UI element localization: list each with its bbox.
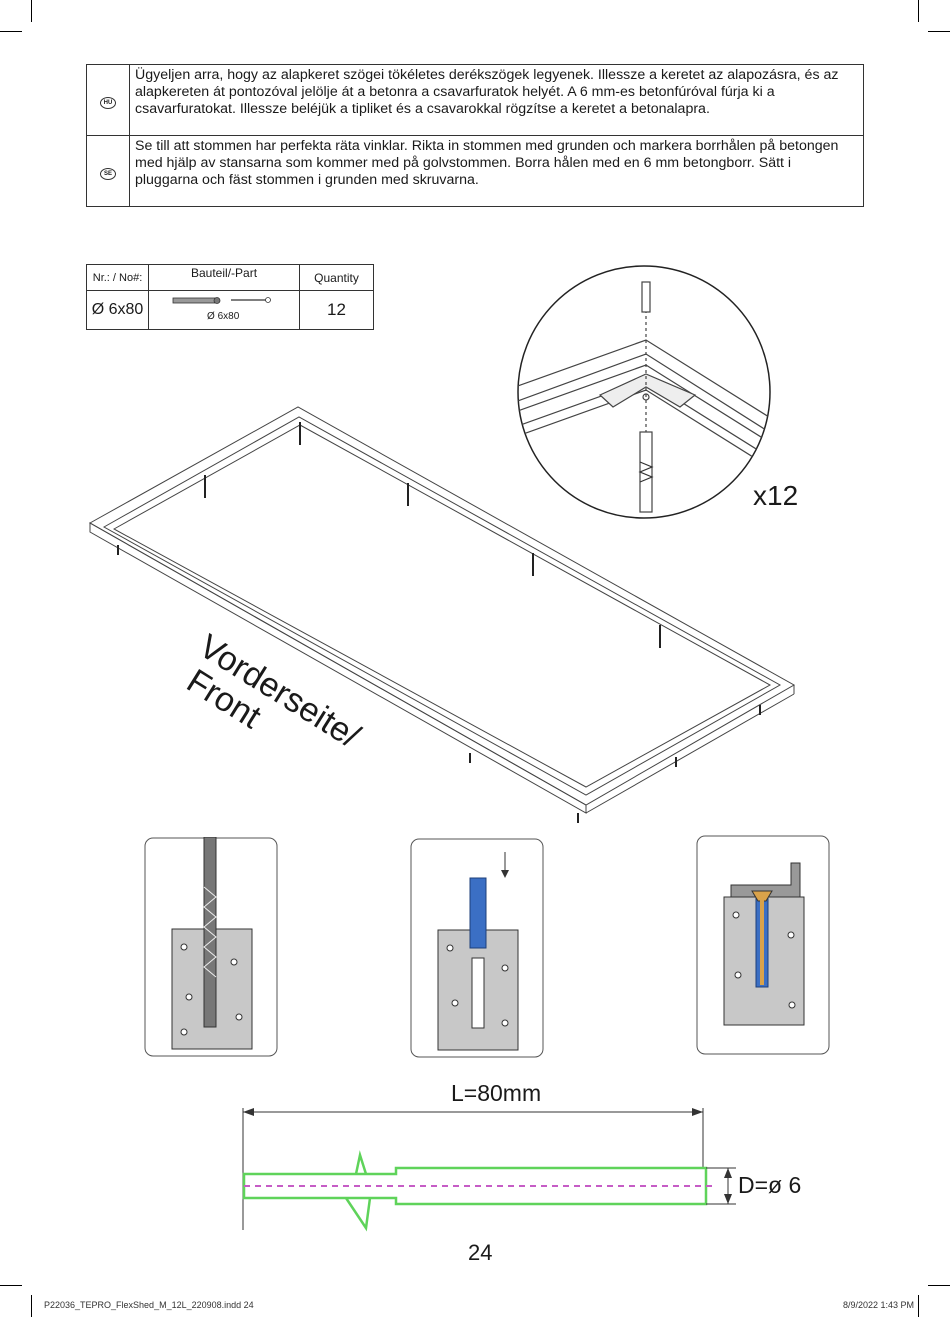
page-number: 24 (468, 1240, 493, 1265)
language-badge-cell: SE (86, 135, 130, 207)
parts-image-label: Ø 6x80 (207, 311, 240, 323)
language-badge: HU (100, 96, 116, 109)
crop-mark (918, 0, 919, 22)
parts-quantity-value: 12 (299, 290, 374, 330)
parts-nr-value: Ø 6x80 (85, 290, 150, 330)
crop-mark (0, 31, 22, 32)
footer-file-name: P22036_TEPRO_FlexShed_M_12L_220908.indd … (44, 1300, 254, 1310)
step-fasten-screw-panel (696, 835, 830, 1055)
dowel-dimension-drawing (242, 1108, 736, 1232)
parts-header-part: Bauteil/-Part (148, 263, 300, 292)
footer-timestamp: 8/9/2022 1:43 PM (842, 1300, 914, 1310)
step-drill-panel (144, 837, 278, 1057)
crop-mark (928, 31, 950, 32)
parts-table: Nr.: / No#: Bauteil/-Part Quantity Ø 6x8… (85, 263, 374, 330)
base-frame-drawing (88, 406, 796, 823)
crop-mark (31, 1295, 32, 1317)
dimension-length-label: L=80mm (451, 1080, 542, 1106)
crop-mark (928, 1285, 950, 1286)
corner-detail-circle (517, 265, 771, 519)
language-badge-cell: HU (86, 64, 130, 136)
dimension-diameter-label: D=ø 6 (738, 1172, 802, 1198)
crop-mark (0, 1285, 22, 1286)
instruction-text: Se till att stommen har perfekta räta vi… (129, 135, 864, 207)
crop-mark (31, 0, 32, 22)
parts-header-nr: Nr.: / No#: (85, 263, 150, 292)
parts-image-cell: Ø 6x80 (148, 290, 300, 330)
instruction-row-hu: HU Ügyeljen arra, hogy az alapkeret szög… (86, 64, 864, 136)
instructions-table: HU Ügyeljen arra, hogy az alapkeret szög… (86, 64, 864, 207)
language-badge: SE (100, 167, 116, 180)
parts-header-quantity: Quantity (299, 263, 374, 292)
crop-mark (918, 1295, 919, 1317)
screw-and-dowel-icon (172, 297, 271, 305)
step-insert-dowel-panel (410, 838, 544, 1058)
instruction-row-se: SE Se till att stommen har perfekta räta… (86, 135, 864, 207)
instruction-text: Ügyeljen arra, hogy az alapkeret szögei … (129, 64, 864, 136)
multiplier-label: x12 (753, 480, 799, 511)
